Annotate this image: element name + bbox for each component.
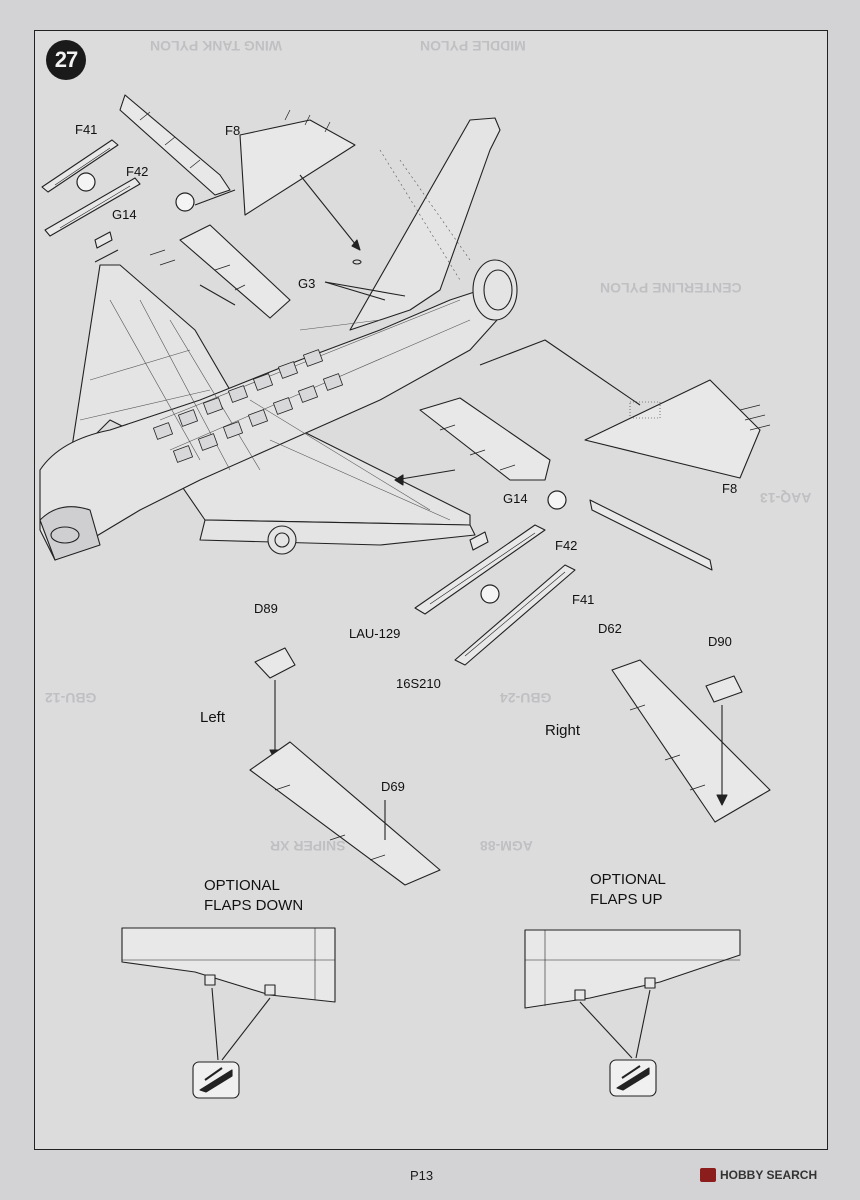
step-number-badge: 27 [46, 40, 86, 80]
rail-f41-upper [41, 139, 119, 193]
caption-flaps-down-line2: FLAPS DOWN [204, 897, 304, 914]
label-f8-right: F8 [722, 481, 738, 496]
label-d62: D62 [598, 621, 622, 636]
part-d90 [705, 675, 743, 703]
page-number: P13 [410, 1168, 434, 1183]
caption-left: Left [200, 709, 226, 726]
watermark-text: HOBBY SEARCH [720, 1168, 818, 1182]
clip-g14-right [469, 531, 489, 551]
label-d89: D89 [254, 601, 278, 616]
rail-f41-right-top [589, 499, 713, 571]
flap-position-icon-up [609, 1059, 657, 1097]
cement-icon [76, 172, 567, 604]
label-f41-right: F41 [572, 592, 595, 607]
rail-f41-right [454, 564, 576, 666]
caption-right: Right [545, 722, 581, 739]
aircraft-fuselage [39, 117, 518, 561]
label-g3: G3 [298, 276, 316, 291]
watermark: HOBBY SEARCH [700, 1168, 817, 1182]
caption-flaps-up: OPTIONAL FLAPS UP [590, 870, 666, 910]
rail-f42-upper [44, 177, 141, 237]
label-f42-top: F42 [126, 164, 149, 179]
label-g14-right: G14 [503, 491, 528, 506]
tail-plane-f8-upper [239, 119, 356, 216]
leading-edge-flap [119, 94, 231, 196]
part-d89 [254, 647, 296, 679]
aileron-middle [179, 224, 291, 319]
label-d90: D90 [708, 634, 732, 649]
flap-d62 [611, 659, 771, 823]
rail-f42-right [414, 524, 546, 615]
caption-flaps-down-line1: OPTIONAL [204, 877, 280, 894]
label-d69: D69 [381, 779, 405, 794]
intake [39, 506, 101, 561]
flaps-up-diagram [524, 929, 741, 1009]
label-lau129: LAU-129 [349, 626, 401, 641]
label-f42-right: F42 [555, 538, 578, 553]
watermark-logo-icon [700, 1168, 716, 1182]
caption-flaps-up-line1: OPTIONAL [590, 871, 666, 888]
tail-plane-f8-right [584, 379, 761, 479]
caption-flaps-down: OPTIONAL FLAPS DOWN [204, 876, 303, 916]
label-16s210: 16S210 [396, 676, 441, 691]
flap-d69 [249, 741, 441, 886]
caption-flaps-up-line2: FLAPS UP [590, 891, 663, 908]
fuselage-panels [153, 349, 343, 463]
flap-position-icon-down [192, 1061, 240, 1099]
label-f8-top: F8 [225, 123, 241, 138]
aileron-right [419, 397, 551, 481]
label-f41-top: F41 [75, 122, 98, 137]
label-g14-top: G14 [112, 207, 137, 222]
clip-g14-upper [94, 231, 113, 249]
flaps-down-diagram [121, 927, 336, 1003]
